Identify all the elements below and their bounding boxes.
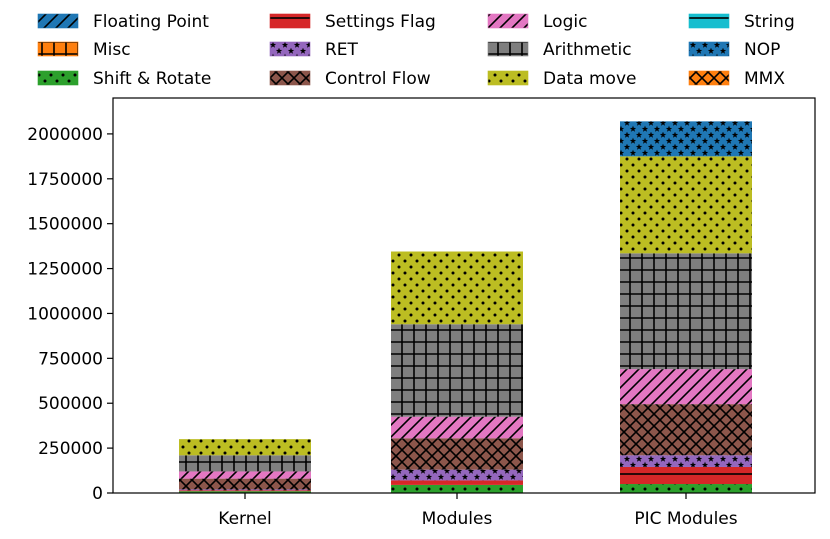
legend-swatch-mmx	[688, 70, 730, 86]
y-axis: 0 250000 500000 750000 1000000 1250000 1500000…	[27, 125, 113, 504]
y-tick-label: 1000000	[27, 304, 103, 324]
x-tick-label-kernel: Kernel	[218, 509, 271, 529]
legend-item-logic: Logic	[487, 12, 587, 32]
legend-item-string: String	[688, 12, 795, 32]
bar-pic-modules-ret	[620, 455, 752, 467]
legend-swatch-settings-flag	[269, 13, 311, 29]
bar-kernel-logic	[179, 471, 311, 479]
legend-swatch-floating-point	[37, 13, 79, 29]
bars	[179, 121, 752, 493]
bar-kernel-ret	[179, 489, 311, 491]
legend-swatch-arithmetic	[487, 41, 529, 57]
legend-item-floating-point: Floating Point	[37, 12, 209, 32]
bar-modules-logic	[391, 416, 523, 439]
legend-swatch-logic	[487, 13, 529, 29]
legend-label-shift-rotate: Shift & Rotate	[93, 69, 211, 89]
legend-label-arithmetic: Arithmetic	[543, 40, 632, 60]
legend-label-control-flow: Control Flow	[325, 69, 431, 89]
bar-modules-arithmetic	[391, 324, 523, 417]
legend-swatch-misc	[37, 41, 79, 57]
legend-label-mmx: MMX	[744, 69, 785, 89]
bar-pic-modules-shift-rotate	[620, 484, 752, 493]
legend-item-settings-flag: Settings Flag	[269, 12, 436, 32]
x-tick-label-modules: Modules	[422, 509, 493, 529]
y-tick-label: 250000	[38, 439, 103, 459]
y-tick-label: 1750000	[27, 170, 103, 190]
y-tick-label: 750000	[38, 349, 103, 369]
legend-swatch-string	[688, 13, 730, 29]
y-tick-label: 1500000	[27, 215, 103, 235]
x-tick-label-pic-modules: PIC Modules	[634, 509, 737, 529]
bar-modules-settings-flag	[391, 480, 523, 485]
bar-kernel-data-move	[179, 439, 311, 456]
bar-pic-modules-data-move	[620, 156, 752, 254]
legend-label-settings-flag: Settings Flag	[325, 12, 436, 32]
legend-swatch-nop	[688, 41, 730, 57]
bar-pic-modules-nop	[620, 121, 752, 157]
legend-label-ret: RET	[325, 40, 359, 60]
legend-item-arithmetic: Arithmetic	[487, 40, 632, 60]
legend-item-control-flow: Control Flow	[269, 69, 431, 89]
bar-kernel-settings-flag	[179, 490, 311, 492]
y-tick-label: 0	[92, 484, 103, 504]
legend-swatch-ret	[269, 41, 311, 57]
bar-pic-modules-control-flow	[620, 404, 752, 456]
bar-pic-modules-logic	[620, 369, 752, 405]
plot-area-frame	[112, 97, 816, 494]
bar-modules-shift-rotate	[391, 484, 523, 493]
bar-pic-modules-arithmetic	[620, 253, 752, 370]
legend-item-ret: RET	[269, 40, 359, 60]
bar-modules-ret	[391, 469, 523, 481]
bar-modules-data-move	[391, 251, 523, 325]
bar-modules-control-flow	[391, 438, 523, 470]
legend-item-misc: Misc	[37, 40, 131, 60]
legend-label-logic: Logic	[543, 12, 587, 32]
y-tick-label: 2000000	[27, 125, 103, 145]
bar-pic-modules-settings-flag	[620, 466, 752, 485]
legend-label-floating-point: Floating Point	[93, 12, 209, 32]
legend-label-string: String	[744, 12, 795, 32]
bar-kernel-shift-rotate	[179, 491, 311, 493]
legend-item-mmx: MMX	[688, 69, 785, 89]
x-axis: Kernel Modules PIC Modules	[218, 493, 738, 529]
legend-label-nop: NOP	[744, 40, 780, 60]
y-tick-label: 500000	[38, 394, 103, 414]
legend-item-nop: NOP	[688, 40, 780, 60]
legend-swatch-data-move	[487, 70, 529, 86]
legend-item-data-move: Data move	[487, 69, 636, 89]
bar-kernel-control-flow	[179, 478, 311, 490]
legend-swatch-control-flow	[269, 70, 311, 86]
legend-label-misc: Misc	[93, 40, 131, 60]
legend-item-shift-rotate: Shift & Rotate	[37, 69, 211, 89]
legend-swatch-shift-rotate	[37, 70, 79, 86]
legend-label-data-move: Data move	[543, 69, 636, 89]
y-tick-label: 1250000	[27, 260, 103, 280]
bar-kernel-arithmetic	[179, 455, 311, 472]
